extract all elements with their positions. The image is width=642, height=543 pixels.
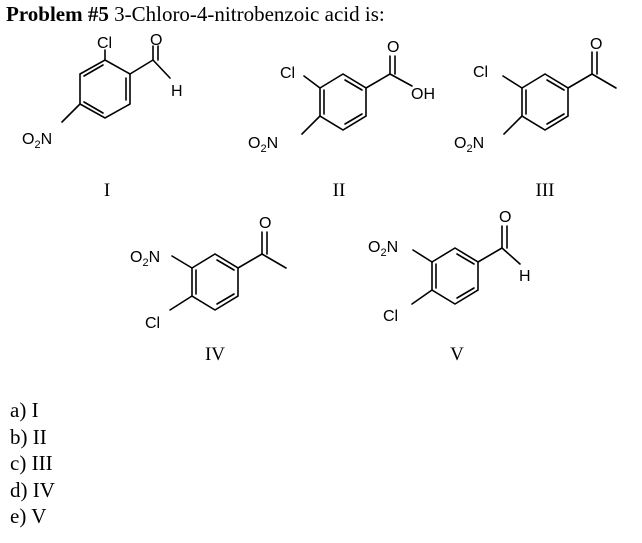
structure-v-hydrogen-label: H [519, 268, 531, 285]
choice-c[interactable]: c) III [10, 450, 55, 477]
structure-iv: O2N Cl O IV [130, 215, 287, 365]
structure-v-numeral: V [450, 344, 464, 365]
structure-iv-cl-label: Cl [145, 315, 160, 332]
choice-value: II [32, 424, 47, 449]
choice-letter: d) [10, 477, 28, 502]
question-text: Problem #5 3-Chloro-4-nitrobenzoic acid … [6, 2, 385, 27]
structure-iv-nitro-label: O2N [130, 249, 160, 269]
choice-letter: c) [10, 451, 27, 475]
choice-letter: a) [10, 398, 27, 422]
choice-e[interactable]: e) V [10, 503, 55, 530]
structure-ii-nitro-label: O2N [248, 135, 278, 155]
structure-ii: Cl O OH O2N II [248, 39, 435, 201]
problem-statement: 3-Chloro-4-nitrobenzoic acid is: [108, 2, 385, 26]
structure-iv-oxygen-label: O [259, 215, 271, 232]
problem-label: Problem #5 [6, 2, 109, 26]
structure-iii-cl-label: Cl [473, 64, 488, 81]
structure-ii-oxygen-label: O [387, 39, 399, 56]
choice-value: I [31, 398, 39, 422]
choice-b[interactable]: b) II [10, 424, 55, 451]
structure-ii-oh-label: OH [411, 86, 435, 103]
structure-iii: Cl O O2N III [454, 36, 617, 201]
choice-value: V [31, 504, 47, 528]
structure-i-hydrogen-label: H [171, 83, 183, 100]
structures-figure: Cl O H O2N I Cl O OH O2N II [22, 32, 617, 365]
structure-v-cl-label: Cl [383, 308, 398, 325]
choice-letter: e) [10, 504, 27, 528]
choice-value: IV [32, 477, 55, 502]
structure-i-oxygen-label: O [150, 32, 162, 49]
structure-ii-numeral: II [333, 180, 346, 201]
structure-i-cl-label: Cl [97, 35, 112, 52]
choice-value: III [31, 451, 53, 475]
structure-v-nitro-label: O2N [368, 239, 398, 259]
structure-v: O2N Cl O H V [368, 209, 531, 365]
structure-iii-nitro-label: O2N [454, 135, 484, 155]
structure-v-oxygen-label: O [499, 209, 511, 226]
structure-i-numeral: I [104, 180, 110, 201]
structure-iii-oxygen-label: O [590, 36, 602, 53]
structure-ii-cl-label: Cl [280, 65, 295, 82]
structure-i-nitro-label: O2N [22, 131, 52, 151]
structure-iv-numeral: IV [205, 344, 225, 365]
choice-d[interactable]: d) IV [10, 477, 55, 504]
choice-letter: b) [10, 424, 28, 449]
choice-a[interactable]: a) I [10, 397, 55, 424]
answer-choices: a) I b) II c) III d) IV e) V [10, 397, 55, 530]
structure-i: Cl O H O2N I [22, 32, 183, 201]
structure-iii-numeral: III [536, 180, 555, 201]
